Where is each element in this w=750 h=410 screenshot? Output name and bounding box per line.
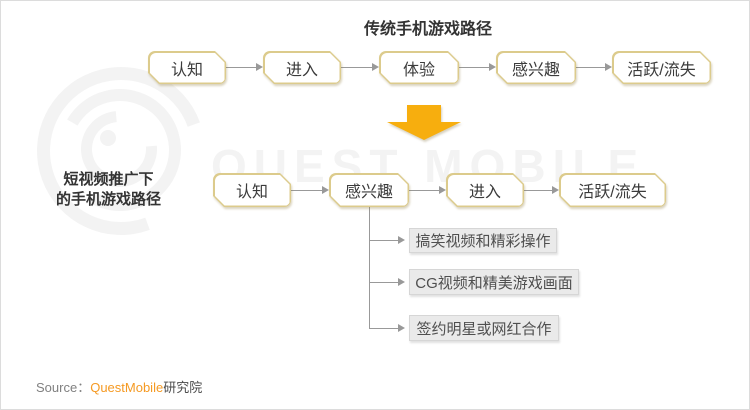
brand-name: QuestMobile (90, 380, 164, 395)
down-arrow-icon (387, 105, 461, 140)
flow-node-experience: 体验 (379, 51, 459, 84)
flow-arrow (576, 63, 612, 71)
flow-node-awareness: 认知 (148, 51, 226, 84)
bottom-flow-title: 短视频推广下 的手机游戏路径 (31, 170, 186, 210)
bottom-flow-title-line2: 的手机游戏路径 (55, 191, 161, 208)
source-prefix: Source： (36, 380, 91, 395)
branch-box-funny-videos: 搞笑视频和精彩操作 (409, 228, 557, 253)
flow-node-active-churn: 活跃/流失 (612, 51, 711, 84)
node-fill (498, 53, 575, 83)
node-fill (448, 175, 523, 206)
flow-node-enter-2: 进入 (446, 173, 524, 207)
flow-node-label: 感兴趣 (511, 61, 560, 79)
flow-node-awareness-2: 认知 (213, 173, 291, 207)
flow-node-label: 认知 (170, 61, 203, 79)
flow-node-label: 认知 (235, 184, 268, 201)
node-fill (150, 53, 225, 83)
flow-arrow (459, 63, 496, 71)
flow-node-label: 体验 (402, 61, 435, 79)
node-fill (614, 53, 710, 83)
branch-arrow (369, 236, 405, 244)
flow-node-label: 活跃/流失 (578, 184, 647, 201)
flow-node-active-churn-2: 活跃/流失 (559, 173, 666, 207)
flow-node-label: 进入 (285, 61, 318, 79)
bottom-flow-title-line1: 短视频推广下 (63, 171, 154, 188)
flow-node-interest: 感兴趣 (496, 51, 576, 84)
top-flow-title: 传统手机游戏路径 (363, 21, 492, 38)
node-fill (215, 175, 290, 206)
flow-arrow (409, 186, 446, 194)
branch-arrow (369, 278, 405, 286)
flow-arrow (341, 63, 379, 71)
flow-arrow (524, 186, 559, 194)
branch-trunk-line (369, 207, 370, 328)
source-note: Source：QuestMobile研究院 (36, 377, 202, 396)
flow-node-interest-2: 感兴趣 (329, 173, 409, 207)
questmobile-logo-watermark (100, 130, 116, 146)
flow-node-label: 感兴趣 (344, 184, 393, 201)
branch-arrow (369, 324, 405, 332)
node-fill (265, 53, 340, 83)
flow-node-label: 进入 (468, 184, 501, 201)
branch-box-cg-videos: CG视频和精美游戏画面 (409, 269, 579, 295)
node-fill (381, 53, 458, 83)
flow-node-enter: 进入 (263, 51, 341, 84)
flow-arrow (291, 186, 329, 194)
flow-node-label: 活跃/流失 (627, 61, 696, 79)
node-fill (331, 175, 408, 206)
node-fill (561, 175, 665, 206)
branch-box-celebrity: 签约明星或网红合作 (409, 315, 559, 341)
source-suffix: 研究院 (163, 380, 203, 395)
flow-arrow (226, 63, 263, 71)
